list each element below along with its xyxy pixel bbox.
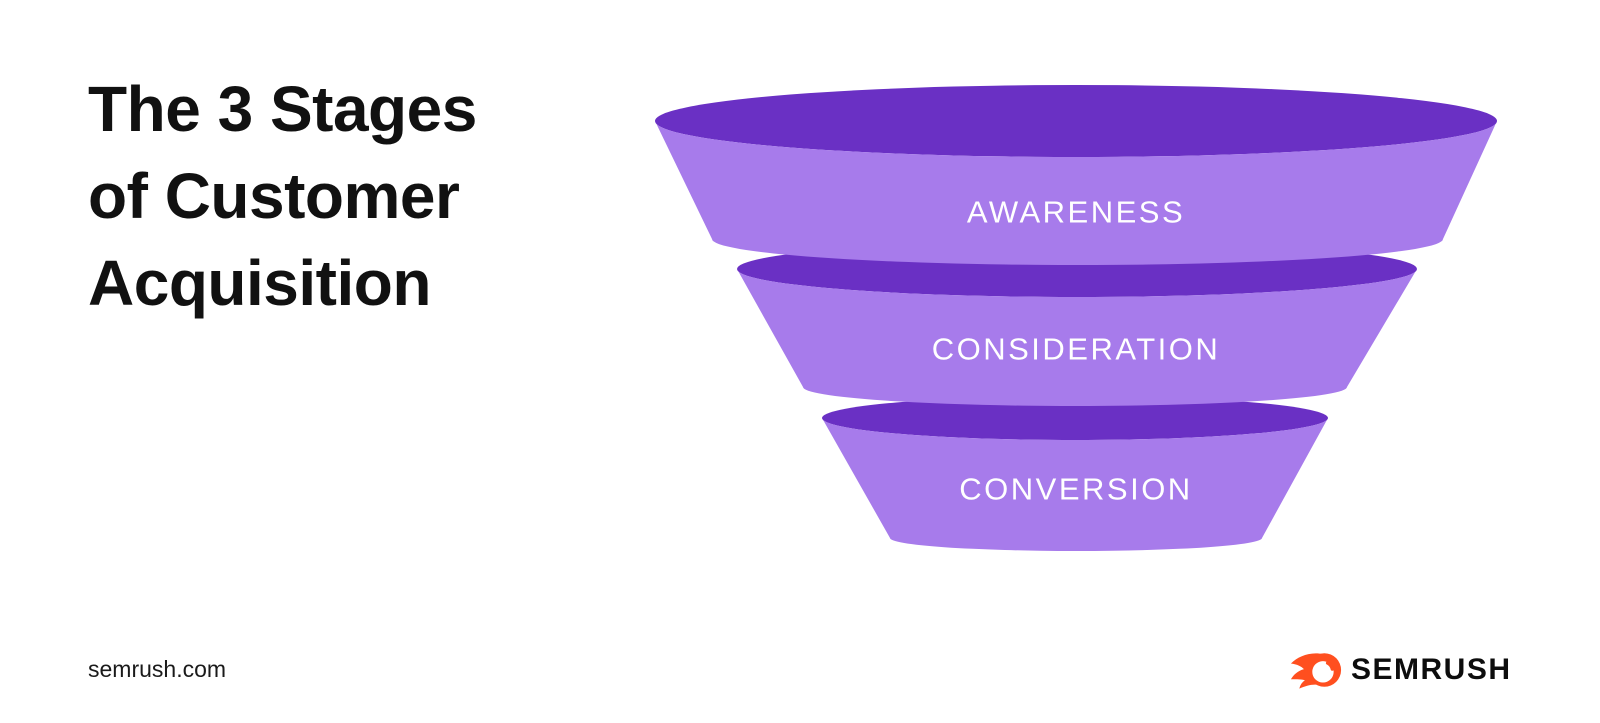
page-title: The 3 Stages of Customer Acquisition <box>88 73 477 319</box>
awareness-top-ellipse <box>655 85 1497 157</box>
consideration-body <box>737 269 1417 406</box>
funnel-stage-conversion: CONVERSION <box>822 396 1328 551</box>
awareness-label: AWARENESS <box>967 195 1185 230</box>
brand-name-text: SEMRUSH <box>1351 653 1512 686</box>
semrush-flame-icon <box>1290 653 1342 689</box>
site-url-text: semrush.com <box>88 656 227 682</box>
flame-ball-highlight <box>1325 661 1334 671</box>
awareness-body <box>655 121 1497 266</box>
funnel-stage-consideration: CONSIDERATION <box>737 241 1417 406</box>
funnel-stage-awareness: AWARENESS <box>655 85 1497 266</box>
consideration-label: CONSIDERATION <box>932 332 1221 367</box>
flame-ball <box>1312 661 1334 683</box>
conversion-body <box>822 418 1328 551</box>
conversion-top-ellipse <box>822 396 1328 440</box>
conversion-label: CONVERSION <box>959 472 1192 507</box>
semrush-logo: SEMRUSH <box>1290 650 1512 690</box>
